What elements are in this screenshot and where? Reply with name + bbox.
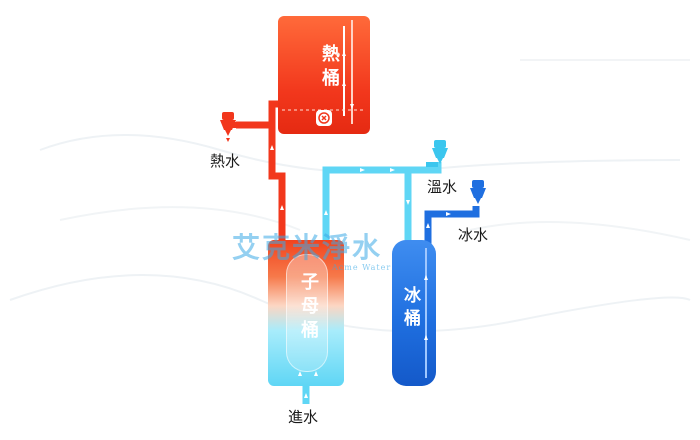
watermark-subtext: Acme Water	[332, 263, 392, 272]
hot-faucet-icon	[220, 112, 240, 142]
watermark-logo: 艾克米淨水	[232, 231, 383, 264]
mother-tank-arrows	[298, 371, 318, 376]
mother-tank: 子母桶	[268, 240, 344, 386]
heater-icon	[316, 110, 332, 126]
mother-tank-label: 子母桶	[298, 272, 319, 344]
ice-tank-inner-pipe	[424, 248, 428, 378]
ice-tank-label: 冰桶	[400, 286, 420, 332]
warm-faucet-icon	[426, 140, 448, 167]
mother-tank-inner	[286, 254, 328, 372]
hot-tank-label: 熱桶	[319, 44, 340, 92]
ice-faucet-icon	[470, 180, 486, 204]
ice-outlet-pipe	[424, 206, 480, 244]
hot-water-label: 熱水	[210, 152, 241, 170]
ice-water-label: 冰水	[458, 226, 489, 244]
inlet-label: 進水	[288, 408, 319, 426]
ice-tank: 冰桶	[392, 240, 436, 386]
warm-water-label: 溫水	[427, 178, 458, 196]
cold-feed-pipe	[322, 166, 412, 246]
